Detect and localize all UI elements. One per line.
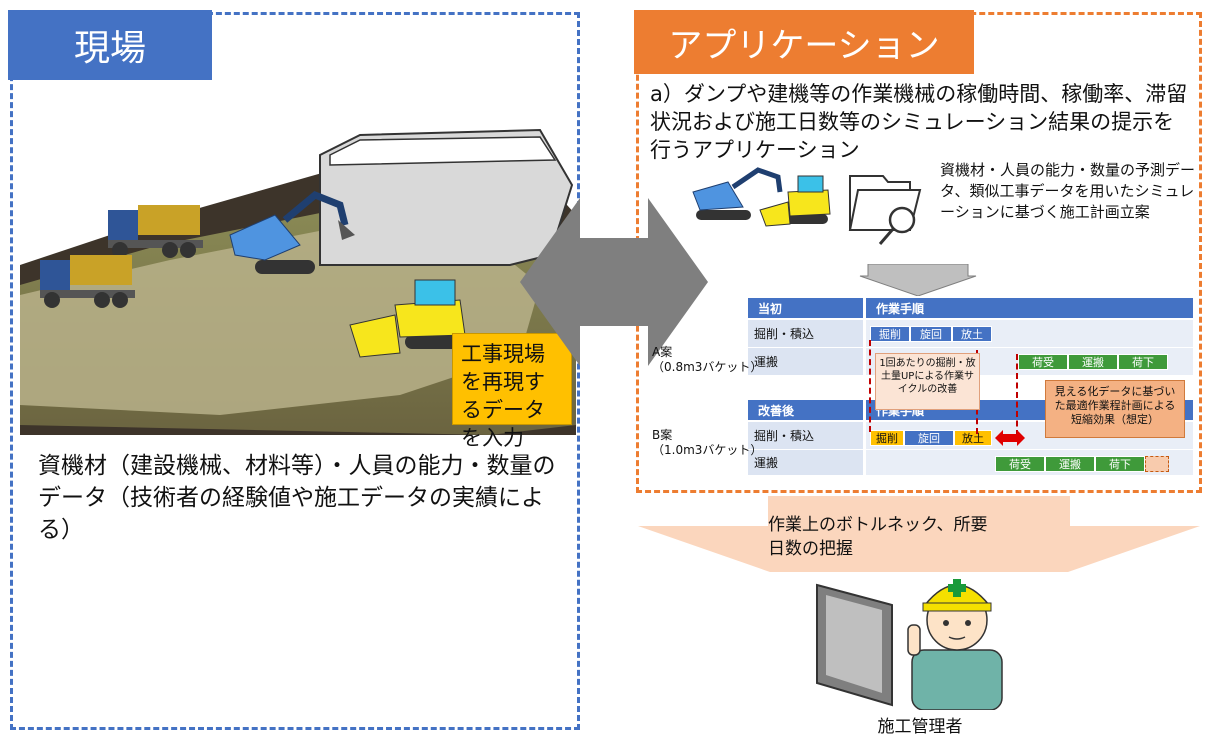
application-title: アプリケーション: [634, 10, 974, 74]
compacted-fill: [20, 225, 540, 415]
plan-a-label: A案 （0.8m3バケット）: [652, 345, 762, 375]
plan-a-title: A案: [652, 345, 673, 359]
plan-b-label: B案 （1.0m3バケット）: [652, 428, 762, 458]
site-data-description: 資機材（建設機械、材料等）・人員の能力・数量のデータ（技術者の経験値や施工データ…: [38, 453, 556, 543]
cycle-improvement-callout: 1回あたりの掘削・放土量UPによる作業サイクルの改善: [875, 353, 980, 410]
input-data-note: 工事現場を再現するデータを入力: [452, 333, 572, 450]
shortening-effect-callout: 見える化データに基づいた最適作業程計画による短縮効果（想定）: [1045, 380, 1185, 438]
row-label-text: 運搬: [754, 355, 779, 369]
header-initial-text: 当初: [758, 301, 783, 316]
folder-search-icon: [848, 175, 922, 245]
guide-line: [1016, 354, 1018, 436]
dump-truck-icon: [40, 255, 135, 308]
guide-line: [869, 340, 871, 432]
row-label-text: 掘削・積込: [754, 327, 815, 341]
machinery-and-search-illustration: [692, 167, 922, 245]
bottleneck-arrow-shape: [638, 496, 1200, 572]
input-data-note-text: 工事現場を再現するデータを入力: [461, 342, 545, 450]
down-arrow-icon: [859, 264, 977, 296]
row-label-transport-a: 運搬: [748, 348, 863, 376]
construction-site-illustration: [20, 128, 576, 435]
monitor-icon: [816, 583, 893, 707]
flow-arrow-icon: [520, 198, 708, 366]
bar-excavate: 掘削: [870, 326, 910, 342]
bar-dump: 放土: [952, 326, 992, 342]
header-procedure: 作業手順: [866, 298, 1193, 318]
bar-receive: 荷受: [995, 456, 1045, 472]
bar-haul: 運搬: [1045, 456, 1095, 472]
construction-manager-illustration: [816, 579, 1003, 710]
shorten-arrow-shape: [995, 430, 1025, 446]
bar-dump: 放土: [954, 430, 992, 446]
header-improved: 改善後: [748, 400, 863, 420]
shorten-arrow-icon: [995, 430, 1025, 446]
plan-b-bucket: （1.0m3バケット）: [652, 443, 763, 457]
down-arrow-shape: [859, 264, 977, 296]
bar-swing: 旋回: [904, 430, 954, 446]
double-arrow-shape: [520, 198, 708, 366]
bar-unload: 荷下: [1118, 354, 1168, 370]
site-title-text: 現場: [73, 28, 146, 69]
header-improved-text: 改善後: [758, 403, 795, 418]
row-label-excavate-a: 掘削・積込: [748, 320, 863, 348]
row-label-text: 掘削・積込: [754, 429, 815, 443]
site-title: 現場: [8, 10, 212, 80]
bar-receive: 荷受: [1018, 354, 1068, 370]
bottleneck-text: 作業上のボトルネック、所要日数の把握: [768, 515, 988, 559]
excavator-icon: [229, 190, 355, 274]
bulldozer-icon: [349, 279, 466, 358]
manager-label: 施工管理者: [877, 717, 963, 737]
header-initial: 当初: [748, 298, 863, 318]
slope-top: [329, 136, 557, 166]
header-procedure-text: 作業手順: [876, 301, 925, 316]
dump-truck-icon: [108, 205, 203, 258]
row-label-transport-b: 運搬: [748, 450, 863, 476]
bar-haul: 運搬: [1068, 354, 1118, 370]
plan-a-bucket: （0.8m3バケット）: [652, 360, 763, 374]
simulation-planning-description: 資機材・人員の能力・数量の予測データ、類似工事データを用いたシミュレーションに基…: [940, 161, 1196, 221]
bulldozer-icon: [759, 175, 831, 227]
plan-b-title: B案: [652, 428, 673, 442]
site-panel: [10, 12, 580, 730]
row-label-text: 運搬: [754, 456, 779, 470]
bar-swing: 旋回: [910, 326, 952, 342]
bar-unload: 荷下: [1095, 456, 1145, 472]
row-label-excavate-b: 掘削・積込: [748, 422, 863, 450]
application-description: a）ダンプや建機等の作業機械の稼働時間、稼働率、滞留状況および施工日数等のシミュ…: [650, 82, 1188, 162]
worker-icon: [907, 579, 1003, 710]
bar-excavate: 掘削: [870, 430, 904, 446]
excavator-icon: [692, 167, 783, 220]
time-saving-block: [1145, 456, 1169, 472]
bottleneck-background: [638, 496, 1200, 572]
application-title-text: アプリケーション: [668, 25, 940, 66]
